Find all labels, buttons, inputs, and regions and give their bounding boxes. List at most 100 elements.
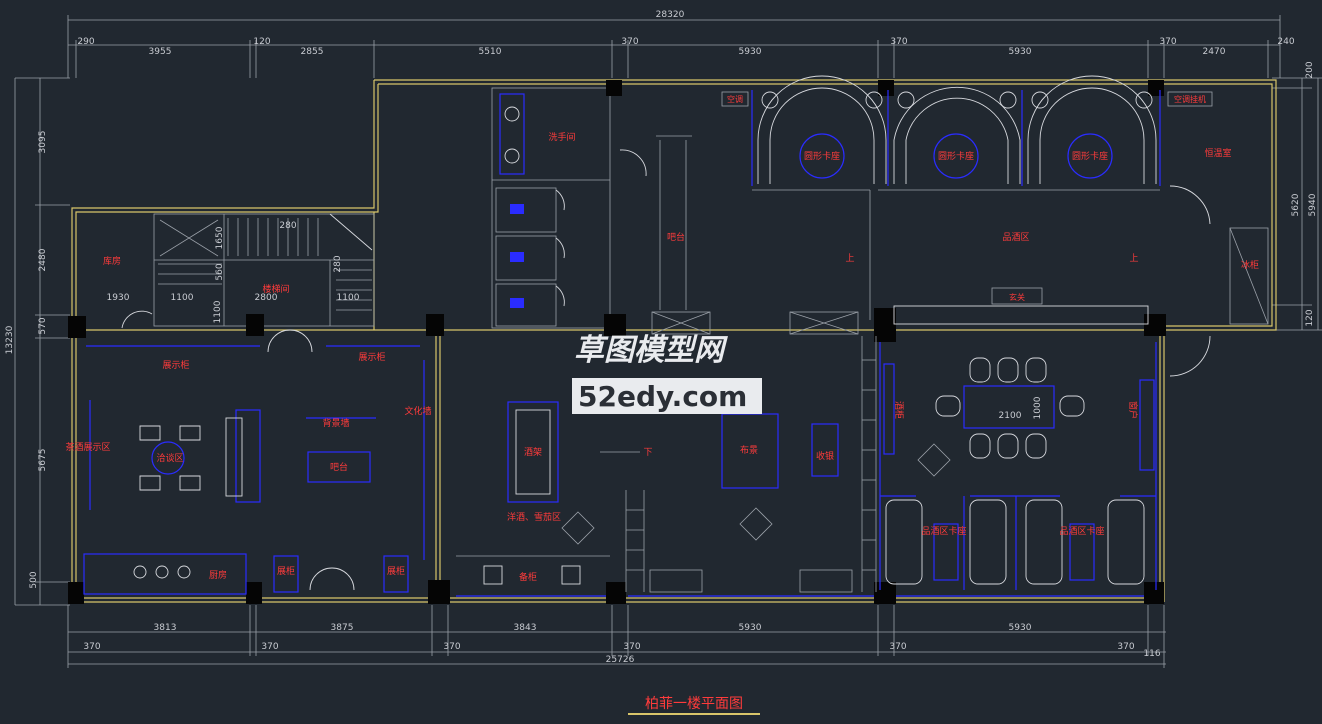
label-window: 窗户 [1127, 401, 1139, 419]
dim-inner-7: 280 [333, 255, 343, 272]
dim-bottom-2: 3843 [514, 623, 537, 633]
dim-inner-10: 1000 [1033, 396, 1043, 419]
dim-bottom-small-1: 370 [261, 642, 278, 652]
dim-top-total: 28320 [656, 10, 685, 20]
dim-bottom-small-5: 370 [1117, 642, 1134, 652]
dim-right-0: 200 [1305, 61, 1315, 78]
dim-right-3: 5940 [1308, 193, 1318, 216]
label-round-booth-3: 圆形卡座 [1072, 150, 1108, 162]
label-display-cabinet-2: 展示柜 [358, 351, 385, 363]
round-booths [721, 75, 1213, 186]
top-dimensions: 28320 290 3955 120 2855 5510 370 5930 37… [67, 10, 1295, 78]
label-display-cabinet-1: 展示柜 [162, 359, 189, 371]
dim-bottom-3: 5930 [739, 623, 762, 633]
stairs [158, 213, 373, 311]
dim-left-1: 2480 [38, 248, 48, 271]
label-bar-counter: 吧台 [667, 231, 685, 243]
label-ice-cabinet: 冰柜 [1241, 259, 1259, 271]
label-round-booth-1: 圆形卡座 [804, 150, 840, 162]
drawing-title: 柏菲一楼平面图 [645, 696, 743, 712]
inner-walls [153, 87, 1160, 329]
dim-bottom-small-2: 370 [443, 642, 460, 652]
label-wine-booth-2: 品酒区卡座 [1059, 525, 1104, 537]
right-dimensions: 200 5620 120 5940 [1272, 61, 1322, 331]
washroom-fixtures [495, 93, 647, 327]
left-area [83, 310, 425, 595]
dim-top-7: 370 [890, 37, 907, 47]
dim-top-2: 120 [253, 37, 270, 47]
dim-bottom-total: 25726 [606, 655, 635, 665]
dim-top-5: 370 [621, 37, 638, 47]
dining-table [883, 357, 1155, 471]
drawing-title-group: 柏菲一楼平面图 [628, 696, 760, 715]
dim-inner-6: 1650 [215, 226, 225, 249]
dim-inner-8: 1100 [213, 300, 223, 323]
label-table: 布景 [740, 444, 758, 456]
label-ac-hanger: 空调挂机 [1174, 94, 1206, 104]
dim-right-2: 120 [1305, 309, 1315, 326]
dim-bottom-small-0: 370 [83, 642, 100, 652]
room-labels: 库房 楼梯间 洗手间 吧台 圆形卡座 圆形卡座 圆形卡座 空调 空调挂机 恒温室… [65, 94, 1259, 583]
dim-inner-5: 560 [215, 263, 225, 280]
dim-top-9: 370 [1159, 37, 1176, 47]
left-dimensions: 3095 2480 570 5675 500 13230 [5, 77, 70, 606]
label-wine-stand: 酒架 [524, 447, 542, 458]
stair-mark-down: 下 [643, 448, 652, 458]
label-wine-booth-1: 品酒区卡座 [921, 525, 966, 537]
label-round-booth-2: 圆形卡座 [938, 150, 974, 162]
dim-top-10: 2470 [1203, 47, 1226, 57]
label-wardrobe: 酒柜 [893, 401, 905, 419]
label-fridge-2: 展柜 [387, 565, 405, 577]
label-sofa: 收银 [816, 450, 834, 462]
dim-inner-9: 2100 [999, 411, 1022, 421]
stair-mark-up-2: 上 [1129, 253, 1138, 264]
bottom-dimensions: 3813 3875 3843 5930 5930 370 370 370 370… [67, 605, 1166, 668]
dim-top-0: 290 [77, 37, 94, 47]
label-chat-area: 洽谈区 [156, 452, 183, 464]
label-stair-room: 楼梯间 [262, 283, 289, 295]
dim-left-0: 3095 [38, 131, 48, 154]
dim-bottom-4: 5930 [1009, 623, 1032, 633]
dim-left-2: 570 [38, 317, 48, 334]
label-storage: 库房 [103, 255, 121, 267]
dim-left-4: 500 [29, 571, 39, 588]
dim-inner-0: 1930 [107, 293, 130, 303]
label-ac-unit: 空调 [727, 94, 743, 104]
label-entrance: 玄关 [1009, 292, 1025, 302]
right-lounge [651, 185, 1269, 377]
label-bg-wall: 背景墙 [322, 417, 349, 429]
label-cigar-area: 洋酒、雪茄区 [507, 511, 561, 523]
label-culture-wall: 文化墙 [404, 405, 431, 417]
dim-top-3: 2855 [301, 47, 324, 57]
dim-left-total: 13230 [5, 325, 15, 354]
dim-inner-3: 1100 [337, 293, 360, 303]
dim-bottom-small-4: 370 [889, 642, 906, 652]
wine-booths [879, 342, 1157, 590]
label-kitchen: 厨房 [209, 569, 227, 581]
dim-inner-1: 1100 [171, 293, 194, 303]
inner-dimensions: 1930 1100 2800 1100 280 560 1650 280 110… [107, 221, 1043, 421]
center-area [456, 336, 1144, 597]
dim-bottom-0: 3813 [154, 623, 177, 633]
dim-bottom-small-3: 370 [623, 642, 640, 652]
dim-left-3: 5675 [38, 449, 48, 472]
dim-top-1: 3955 [149, 47, 172, 57]
dim-bottom-1: 3875 [331, 623, 354, 633]
label-side-cab: 备柜 [519, 571, 537, 583]
dim-bottom-small-6: 116 [1143, 649, 1160, 659]
dim-right-1: 5620 [1291, 193, 1301, 216]
watermark-line1: 草图模型网 [574, 333, 728, 368]
label-washroom: 洗手间 [548, 131, 575, 143]
watermark-line2: 52edy.com [578, 380, 747, 413]
dim-top-8: 5930 [1009, 47, 1032, 57]
stair-mark-up-1: 上 [845, 253, 854, 264]
label-fridge-1: 展柜 [277, 565, 295, 577]
dim-inner-4: 280 [279, 221, 296, 231]
dim-top-11: 240 [1277, 37, 1294, 47]
label-tasting-area: 品酒区 [1002, 232, 1029, 243]
watermark: 草图模型网 52edy.com [572, 333, 762, 414]
label-bar-small: 吧台 [330, 461, 348, 473]
dim-top-4: 5510 [479, 47, 502, 57]
dim-inner-2: 2800 [255, 293, 278, 303]
